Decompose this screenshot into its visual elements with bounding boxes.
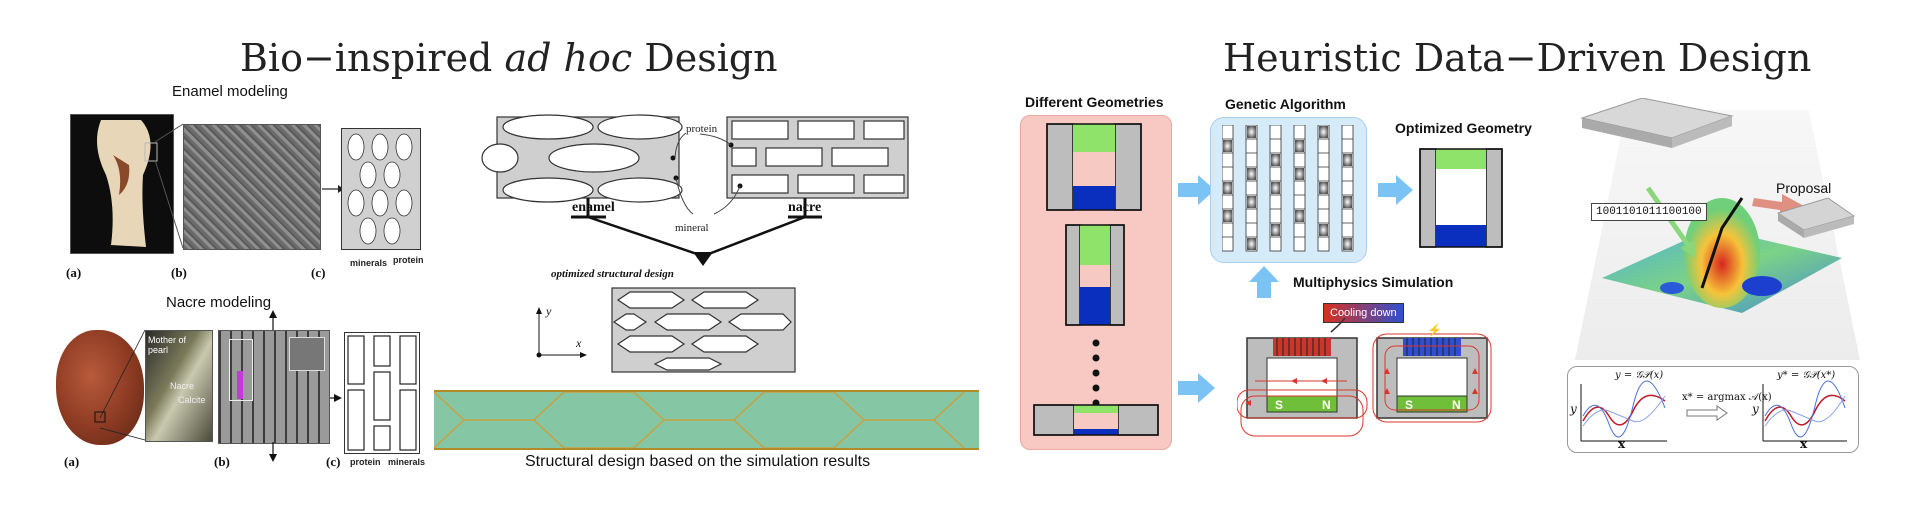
enamel-minerals-label: minerals	[350, 258, 388, 268]
bo-path	[1700, 197, 1744, 289]
enamel-model	[341, 128, 421, 250]
schematic-protein-label: protein	[686, 123, 718, 135]
enamel-modeling-label: Enamel modeling	[172, 83, 288, 100]
pillar-plate-top	[1580, 98, 1734, 148]
nacre-modeling-label: Nacre modeling	[166, 294, 272, 311]
gp-mid-eq: x* = argmax 𝒜(x)	[1682, 392, 1772, 403]
enamel-panel-c: (c)	[311, 265, 326, 280]
nacre-cross-section: Mother of pearl Nacre Calcite	[145, 330, 213, 442]
ellipsis-dots	[1092, 339, 1100, 407]
device-cooling: ⚡	[1372, 323, 1492, 423]
magnet1-n: N	[1322, 398, 1331, 412]
arrow-to-optimized	[1378, 175, 1413, 205]
mother-of-pearl-label: Mother of pearl	[148, 335, 187, 355]
magnet2-n: N	[1452, 398, 1461, 412]
enamel-model-ellipses	[347, 133, 413, 245]
left-title-prefix: Bio−inspired	[240, 36, 505, 80]
optimized-geometry-shape	[1419, 148, 1503, 248]
magnet2-s: S	[1405, 398, 1414, 412]
gp-right-eq: y* = 𝒢𝒫(x*)	[1777, 370, 1836, 381]
nacre-sem-image	[218, 330, 330, 444]
nacre-model-bricks	[347, 335, 417, 451]
enamel-protein-label: protein	[393, 255, 424, 265]
axis-y-label: y	[546, 304, 552, 318]
gp-plots	[1580, 380, 1847, 442]
enamel-tooth-photo	[70, 114, 174, 254]
binary-string: 1001101011100100	[1591, 203, 1707, 221]
multiphysics-devices: ⚡	[1237, 318, 1492, 437]
optimized-geometry-label: Optimized Geometry	[1395, 120, 1532, 136]
right-title: Heuristic Data−Driven Design	[1223, 36, 1812, 80]
svg-text:⚡: ⚡	[1427, 323, 1442, 337]
schematic-enamel-label: enamel	[572, 200, 615, 215]
proposal-label: Proposal	[1776, 180, 1832, 196]
left-title-italic: ad hoc	[504, 36, 633, 80]
nacre-panel-b: (b)	[214, 454, 230, 469]
geometry-1	[1046, 123, 1142, 211]
shell-photo	[56, 330, 144, 445]
gp-arrow	[1686, 405, 1728, 421]
schematic-nacre-label: nacre	[788, 200, 822, 215]
left-caption: Structural design based on the simulatio…	[525, 453, 871, 470]
gp-axis-x-right: x	[1800, 437, 1808, 451]
left-title-suffix: Design	[632, 36, 778, 80]
gp-left-eq: y = 𝒢𝒫(x)	[1615, 370, 1664, 381]
nacre-minerals-label: minerals	[388, 457, 426, 467]
nacre-model	[344, 332, 420, 454]
nacre-panel-c: (c)	[326, 454, 341, 469]
arrow-to-ga	[1178, 175, 1215, 205]
axis-x-label: x	[576, 336, 582, 350]
optimized-structural-design-label: optimized structural design	[551, 268, 674, 280]
calcite-photo-label: Calcite	[178, 395, 206, 405]
gp-axis-x-left: x	[1618, 437, 1626, 451]
nacre-sem-inset	[289, 337, 325, 371]
enamel-panel-a: (a)	[66, 265, 82, 280]
multiphysics-label: Multiphysics Simulation	[1293, 274, 1454, 290]
arrow-up-to-ga	[1249, 266, 1279, 298]
nacre-photo-label: Nacre	[170, 381, 195, 391]
nacre-sem-highlight	[229, 339, 253, 401]
tooth-image	[97, 120, 158, 247]
ga-chromosomes	[1222, 125, 1354, 252]
proposal-plate	[1776, 197, 1856, 238]
arrow-to-sim	[1178, 373, 1215, 403]
cooling-down-badge: Cooling down	[1323, 303, 1404, 323]
device-heating	[1237, 318, 1368, 437]
enamel-panel-b: (b)	[171, 265, 187, 280]
genetic-algorithm-label: Genetic Algorithm	[1225, 96, 1346, 112]
gp-axis-y-left: y	[1570, 402, 1577, 416]
bo-visual	[1580, 98, 1856, 313]
magnet1-s: S	[1275, 398, 1284, 412]
geometry-3	[1033, 404, 1159, 436]
schematic-mineral-label: mineral	[675, 222, 709, 234]
genetic-algorithm-panel	[1210, 117, 1367, 263]
nacre-sem-purple	[237, 371, 243, 399]
left-title: Bio−inspired ad hoc Design	[240, 36, 778, 80]
enamel-sem-image	[183, 124, 321, 250]
simulation-result-strip	[433, 390, 979, 450]
nacre-panel-a: (a)	[64, 454, 80, 469]
different-geometries-label: Different Geometries	[1025, 94, 1164, 110]
nacre-protein-label: protein	[350, 457, 381, 467]
gp-axis-y-right: y	[1752, 402, 1759, 416]
geometry-2	[1065, 224, 1125, 326]
